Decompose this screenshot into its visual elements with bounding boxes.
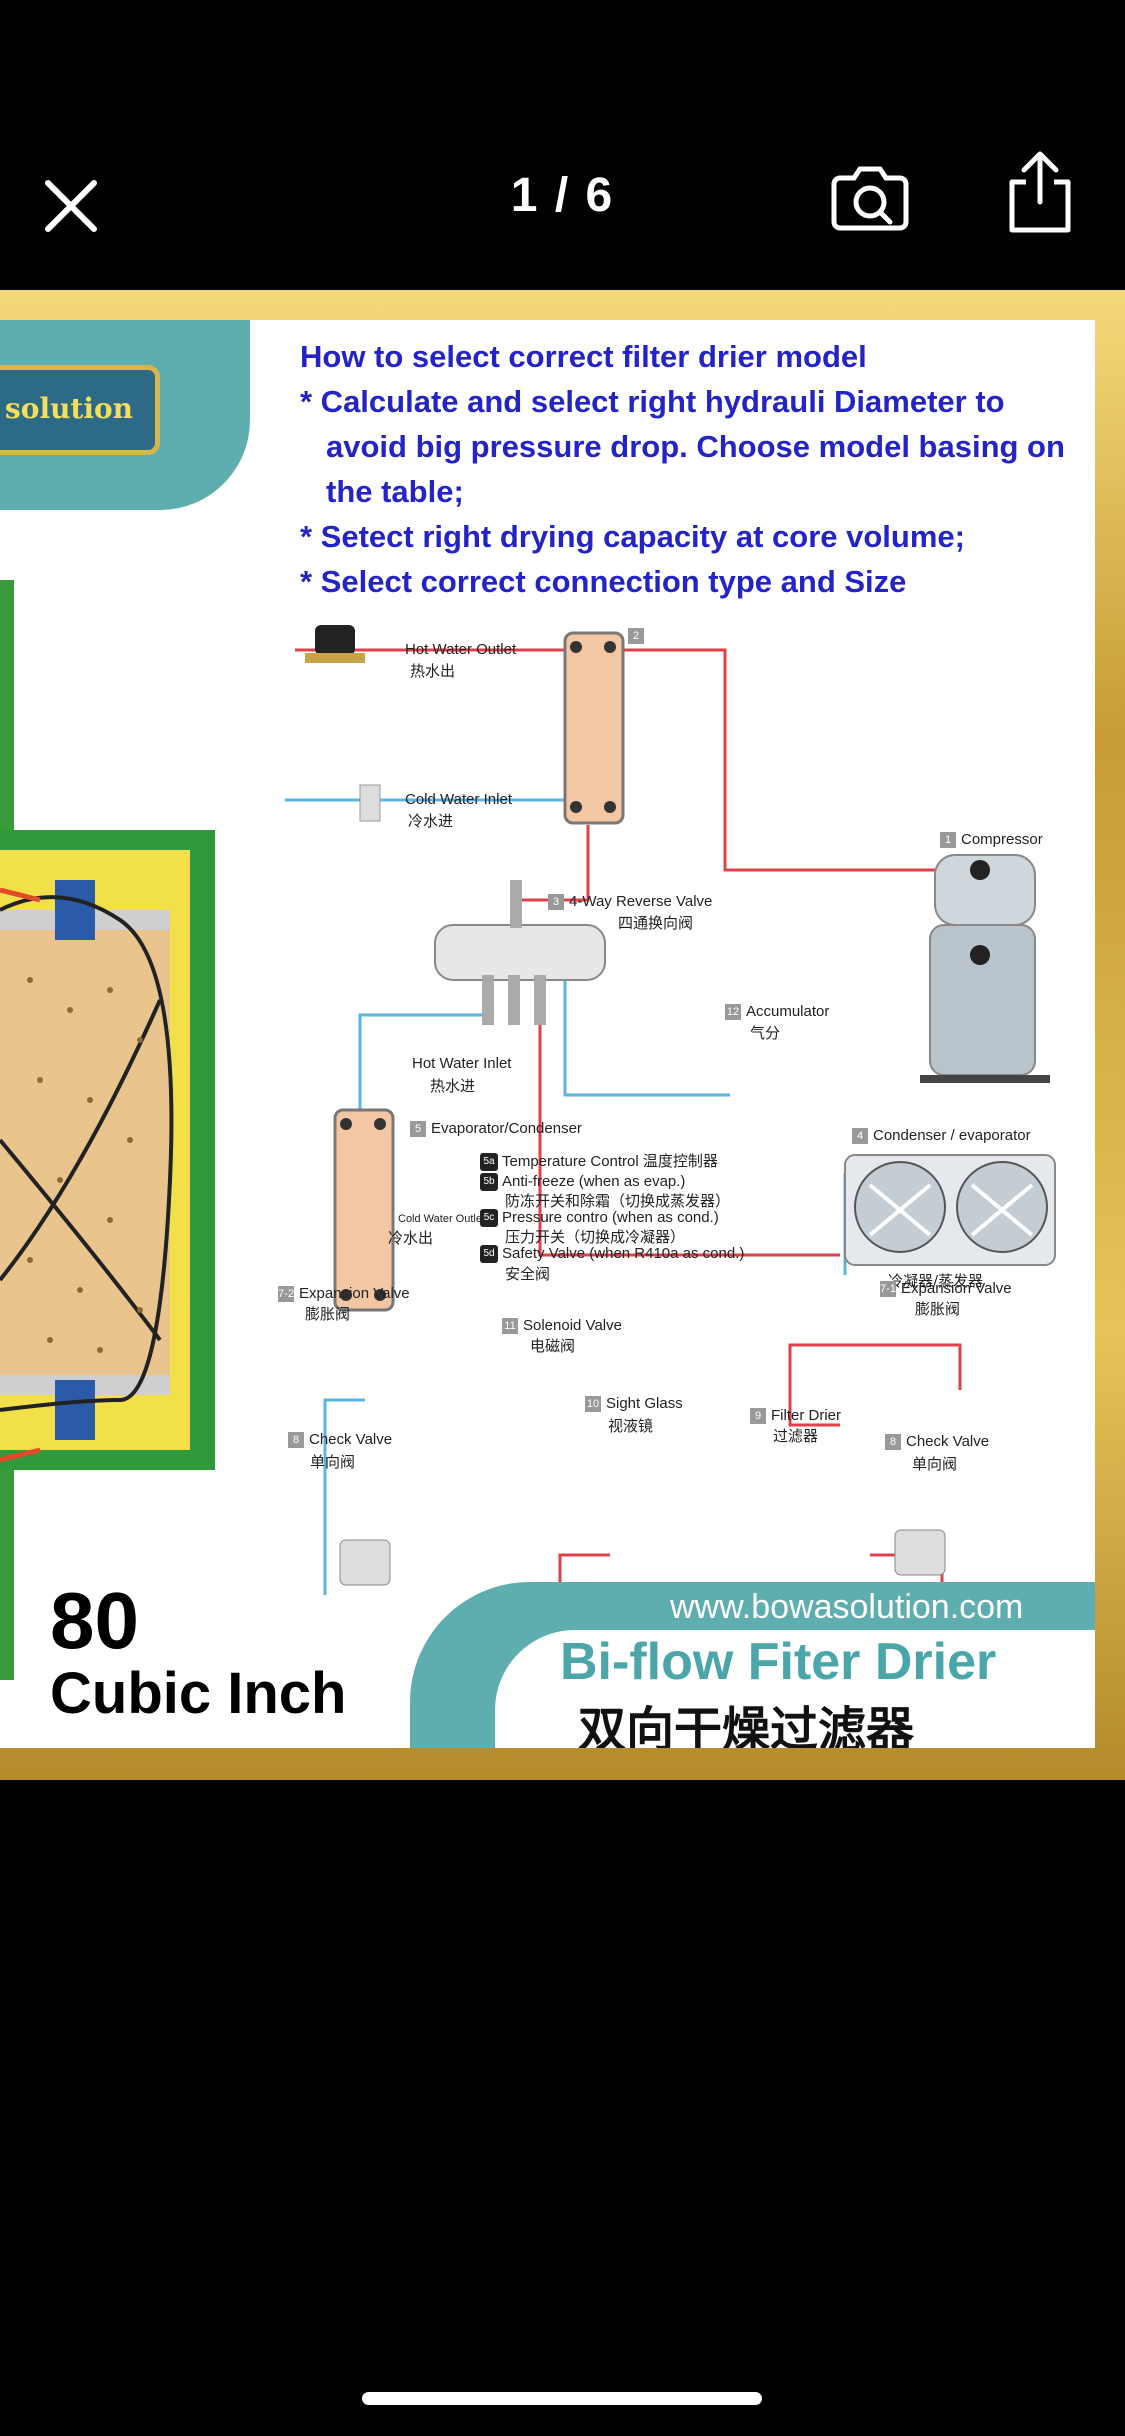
filter-drier-zh: 过滤器 [773,1427,819,1445]
share-icon[interactable] [1000,150,1080,236]
viewer-top-bar: 1 / 6 [0,0,1125,290]
selection-instructions: How to select correct filter drier model… [300,334,1080,604]
brand-badge-text: solution [5,392,134,425]
plate-hx-number: 2 [628,627,649,645]
reverse-valve-zh: 四通换向阀 [618,914,694,932]
capacity-unit: Cubic Inch [50,1661,347,1726]
cold-water-inlet-label: Cold Water Inlet [405,791,512,808]
home-indicator[interactable] [362,2392,762,2405]
product-name-zh: 双向干燥过滤器 [578,1702,915,1748]
instruction-bullet: * Select correct connection type and Siz… [300,564,907,599]
brand-badge: solution [0,365,160,455]
image-counter: 1 / 6 [510,169,615,222]
product-name-en: Bi-flow Fiter Drier [560,1633,997,1691]
check-valve-right-zh: 单向阀 [912,1455,958,1473]
cold-water-inlet-zh: 冷水进 [408,812,454,830]
piping-lines [285,625,1056,1595]
safety-valve-zh: 安全阀 [505,1265,551,1283]
hot-water-inlet-zh: 热水进 [430,1077,476,1095]
cold-water-outlet-label: Cold Water Outlet [398,1213,486,1225]
close-icon[interactable] [40,175,102,237]
instruction-bullet: * Calculate and select right hydrauli Di… [300,384,1065,509]
instructions-heading: How to select correct filter drier model [300,339,867,374]
capacity-number: 80 [50,1576,139,1665]
hot-water-inlet-label: Hot Water Inlet [412,1055,512,1072]
cold-water-outlet-zh: 冷水出 [388,1229,434,1247]
pressure-zh: 压力开关（切换成冷凝器） [505,1228,686,1246]
hot-water-outlet-label: Hot Water Outlet [405,641,517,658]
expansion-valve-right-zh: 膨胀阀 [915,1300,961,1318]
condenser-zh: 冷凝器/蒸发器 [888,1272,984,1290]
solenoid-valve-zh: 电磁阀 [530,1337,576,1355]
website-url: www.bowasolution.com [670,1588,1024,1626]
check-valve-left-zh: 单向阀 [310,1453,356,1471]
antifreeze-zh: 防冻开关和除霜（切换成蒸发器） [505,1192,731,1210]
banner-white-panel [495,1630,1095,1748]
sight-glass-zh: 视液镜 [608,1417,654,1435]
accumulator-zh: 气分 [750,1024,781,1042]
product-image[interactable]: solution How to select correct filter dr… [0,320,1095,1748]
camera-lens-icon[interactable] [830,160,910,232]
filter-drier-cross-section [0,580,215,1680]
hot-water-outlet-zh: 热水出 [410,662,456,680]
instruction-bullet: * Setect right drying capacity at core v… [300,519,965,554]
expansion-valve-left-zh: 膨胀阀 [305,1305,351,1323]
heat-pump-diagram: Hot Water Outlet 热水出 2 Cold Water Inlet … [220,595,1095,1595]
